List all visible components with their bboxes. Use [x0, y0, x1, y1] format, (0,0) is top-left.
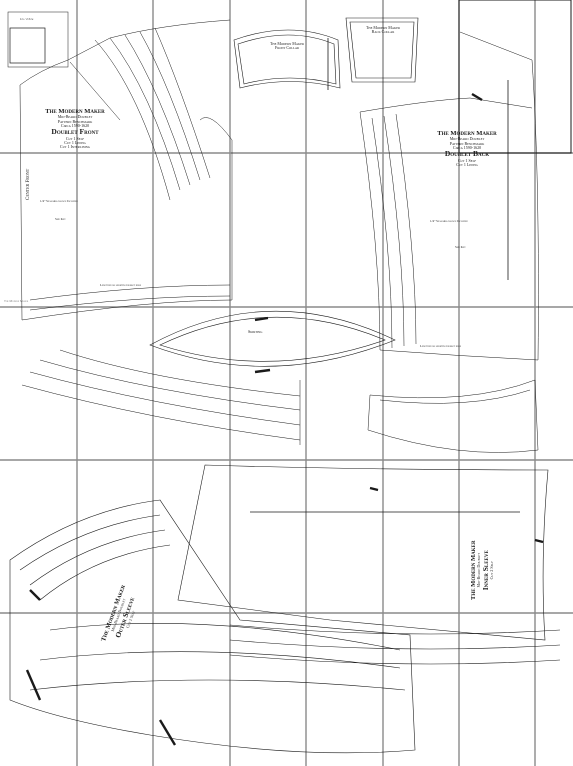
- brand-title: The Modern Maker: [437, 130, 497, 137]
- brand-title: The Modern Maker: [365, 25, 401, 30]
- back-collar-label: The Modern Maker Back Collar: [358, 25, 408, 35]
- size-key-label: Size Key: [455, 245, 466, 249]
- tile-highlight: [458, 0, 572, 154]
- brand-title: The Modern Maker: [45, 108, 105, 115]
- piece-note: Cut 2 Self: [488, 561, 494, 580]
- brand-title: The Modern Maker: [269, 41, 305, 46]
- front-skirt-piece: [21, 349, 301, 445]
- front-collar-label: The Modern Maker Front Collar: [262, 41, 312, 51]
- back-collar-piece: [345, 17, 419, 83]
- subtitle-line: Pattern Benchmark: [57, 118, 93, 124]
- seam-allowance-note: 1/4" Seam Allowance Included: [40, 199, 78, 203]
- scale-test-square: [9, 27, 46, 64]
- doublet-back-piece: [359, 31, 539, 361]
- piece-title: Front Collar: [274, 45, 300, 51]
- grainline-note: Lengthen or shorten doublet here: [100, 283, 142, 287]
- center-front-label: Center Front: [26, 168, 31, 200]
- grainline-note: Lengthen or shorten doublet here: [420, 344, 462, 348]
- piece-title: Back Collar: [371, 29, 395, 35]
- piece-note: Cut 1 Self: [457, 157, 477, 163]
- doublet-front-label: The Modern Maker Mid-Beard Doublet Patte…: [40, 108, 110, 150]
- scale-box-label: 1in / 2.5cm: [20, 17, 34, 21]
- piece-title: Doublet Back: [444, 149, 490, 159]
- subtitle-line: Mid-Beard Doublet: [57, 114, 93, 120]
- scale-box-frame: [7, 11, 69, 68]
- front-collar-piece: [233, 29, 341, 90]
- inner-sleeve-piece: [177, 464, 549, 641]
- outer-sleeve-piece: [9, 499, 561, 754]
- seam-allowance-note: 1/4" Seam Allowance Included: [430, 219, 468, 223]
- piece-note: Cut 1 Lining: [456, 161, 478, 167]
- piece-note: Cut 1 Self: [65, 135, 85, 141]
- size-key-label: Size Key: [55, 217, 66, 221]
- skirting-label: Skirting: [248, 329, 263, 334]
- subtitle-line: Pattern Benchmark: [449, 140, 485, 146]
- notch-marks: [25, 92, 544, 746]
- skirting-piece: [149, 310, 396, 367]
- subtitle-line: Circa 1590-1620: [452, 144, 482, 150]
- piece-note: Cut 1 Interlining: [59, 144, 91, 150]
- subtitle-line: Circa 1590-1620: [60, 122, 90, 128]
- back-skirt-piece: [367, 379, 539, 453]
- sheet-note: The Modern Maker: [4, 299, 29, 303]
- inner-sleeve-label: The Modern Maker Mid-Beard Doublet Inner…: [470, 540, 494, 600]
- doublet-front-piece: [19, 19, 233, 321]
- piece-title: Doublet Front: [51, 127, 99, 137]
- doublet-back-label: The Modern Maker Mid-Beard Doublet Patte…: [432, 130, 502, 167]
- piece-note: Cut 1 Lining: [64, 139, 86, 145]
- subtitle-line: Mid-Beard Doublet: [449, 136, 485, 142]
